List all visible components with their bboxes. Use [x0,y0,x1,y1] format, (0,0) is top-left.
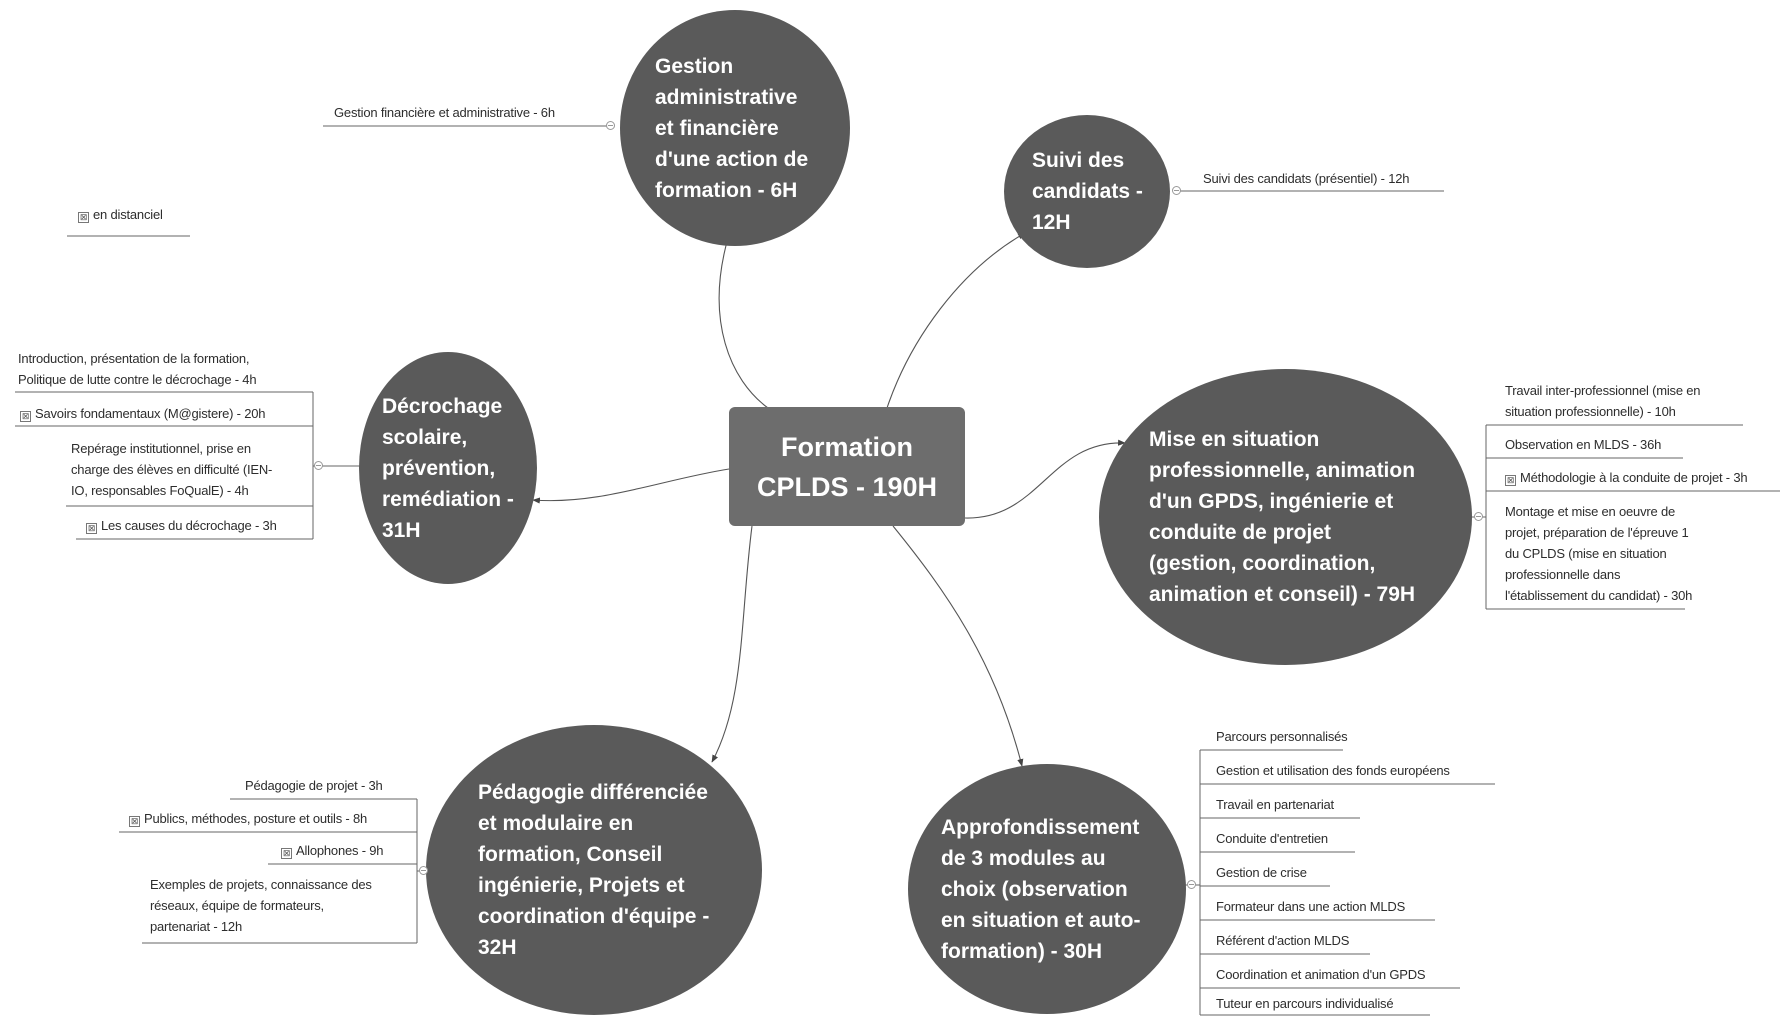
distance-checkbox-icon: ⊠ [1505,475,1516,486]
leaf-label: Travail en partenariat [1216,797,1334,812]
leaf-label: Savoirs fondamentaux (M@gistere) - 20h [35,406,266,421]
leaf-pedagogie-2[interactable]: ⊠ Publics, méthodes, posture et outils - … [129,808,367,829]
link-suivi [886,232,1026,409]
branch-approfondissement[interactable]: Approfondissement de 3 modules au choix … [908,764,1186,1014]
leaf-pedagogie-1[interactable]: Pédagogie de projet - 3h [245,775,383,796]
legend-label: en distanciel [93,207,163,222]
leaf-approfondissement-5[interactable]: Gestion de crise [1216,862,1307,883]
branch-mise[interactable]: Mise en situation professionnelle, anima… [1099,369,1472,665]
leaf-label: Les causes du décrochage - 3h [101,518,277,533]
collapse-toggle-mise[interactable] [1474,512,1483,521]
leaf-label: Référent d'action MLDS [1216,933,1350,948]
collapse-toggle-approfondissement[interactable] [1187,880,1196,889]
leaf-label: Coordination et animation d'un GPDS [1216,967,1426,982]
distance-checkbox-icon: ⊠ [281,848,292,859]
collapse-toggle-pedagogie[interactable] [419,866,428,875]
leaf-decrochage-3[interactable]: Repérage institutionnel, prise en charge… [71,438,272,501]
distance-checkbox-icon: ⊠ [129,816,140,827]
leaf-mise-4[interactable]: Montage et mise en oeuvre de projet, pré… [1505,501,1692,606]
leaf-label: Travail inter-professionnel (mise en sit… [1505,383,1701,419]
leaf-decrochage-4[interactable]: ⊠ Les causes du décrochage - 3h [86,515,277,536]
link-gestion [718,237,769,409]
leaf-approfondissement-4[interactable]: Conduite d'entretien [1216,828,1328,849]
distance-checkbox-icon: ⊠ [86,523,97,534]
leaf-decrochage-1[interactable]: Introduction, présentation de la formati… [18,348,257,390]
leaf-mise-3[interactable]: ⊠ Méthodologie à la conduite de projet - … [1505,467,1748,488]
central-topic[interactable]: Formation CPLDS - 190H [729,407,965,526]
link-mise [964,439,1126,519]
branch-suivi-label: Suivi des candidats - 12H [1032,149,1143,234]
leaf-label: Méthodologie à la conduite de projet - 3… [1520,470,1748,485]
leaf-mise-2[interactable]: Observation en MLDS - 36h [1505,434,1661,455]
branch-approfondissement-label: Approfondissement de 3 modules au choix … [941,815,1141,963]
leaf-label: Repérage institutionnel, prise en charge… [71,441,273,498]
leaf-decrochage-2[interactable]: ⊠ Savoirs fondamentaux (M@gistere) - 20h [20,403,266,424]
leaf-label: Suivi des candidats (présentiel) - 12h [1203,171,1410,186]
leaf-approfondissement-7[interactable]: Référent d'action MLDS [1216,930,1349,951]
link-pedagogie [711,525,753,763]
leaf-label: Gestion et utilisation des fonds europée… [1216,763,1450,778]
central-topic-label: Formation CPLDS - 190H [756,431,938,502]
collapse-toggle-suivi[interactable] [1172,186,1181,195]
distance-checkbox-icon: ⊠ [20,411,31,422]
legend-distanciel: ⊠ en distanciel [78,204,163,225]
leaf-approfondissement-3[interactable]: Travail en partenariat [1216,794,1334,815]
leaf-gestion-1[interactable]: Gestion financière et administrative - 6… [334,102,555,123]
leaf-pedagogie-4[interactable]: Exemples de projets, connaissance des ré… [150,874,372,937]
leaf-approfondissement-6[interactable]: Formateur dans une action MLDS [1216,896,1405,917]
branch-gestion[interactable]: Gestion administrative et financière d'u… [620,10,850,246]
leaf-label: Pédagogie de projet - 3h [245,778,383,793]
branch-decrochage-label: Décrochage scolaire, prévention, remédia… [382,394,514,542]
leaf-label: Gestion financière et administrative - 6… [334,105,555,120]
leaf-label: Gestion de crise [1216,865,1307,880]
leaf-label: Observation en MLDS - 36h [1505,437,1662,452]
distance-checkbox-icon: ⊠ [78,212,89,223]
branch-pedagogie[interactable]: Pédagogie différenciée et modulaire en f… [426,725,762,1015]
leaf-label: Conduite d'entretien [1216,831,1328,846]
leaf-approfondissement-8[interactable]: Coordination et animation d'un GPDS [1216,964,1426,985]
leaf-label: Montage et mise en oeuvre de projet, pré… [1505,504,1693,603]
branch-suivi[interactable]: Suivi des candidats - 12H [1004,115,1170,268]
leaf-label: Allophones - 9h [296,843,384,858]
leaf-approfondissement-1[interactable]: Parcours personnalisés [1216,726,1348,747]
leaf-pedagogie-3[interactable]: ⊠ Allophones - 9h [281,840,384,861]
leaf-label: Introduction, présentation de la formati… [18,351,257,387]
leaf-label: Formateur dans une action MLDS [1216,899,1406,914]
branch-pedagogie-label: Pédagogie différenciée et modulaire en f… [478,781,710,959]
branch-decrochage[interactable]: Décrochage scolaire, prévention, remédia… [359,352,537,584]
link-decrochage [532,468,730,504]
leaf-label: Publics, méthodes, posture et outils - 8… [144,811,368,826]
collapse-toggle-decrochage[interactable] [314,461,323,470]
link-approfondissement [892,525,1024,767]
leaf-approfondissement-9[interactable]: Tuteur en parcours individualisé [1216,993,1394,1014]
leaf-suivi-1[interactable]: Suivi des candidats (présentiel) - 12h [1203,168,1409,189]
leaf-label: Tuteur en parcours individualisé [1216,996,1394,1011]
branch-gestion-label: Gestion administrative et financière d'u… [655,54,809,202]
branch-mise-label: Mise en situation professionnelle, anima… [1149,428,1416,606]
leaf-approfondissement-2[interactable]: Gestion et utilisation des fonds europée… [1216,760,1450,781]
collapse-toggle-gestion[interactable] [606,121,615,130]
leaf-label: Exemples de projets, connaissance des ré… [150,877,372,934]
leaf-label: Parcours personnalisés [1216,729,1348,744]
leaf-mise-1[interactable]: Travail inter-professionnel (mise en sit… [1505,380,1701,422]
